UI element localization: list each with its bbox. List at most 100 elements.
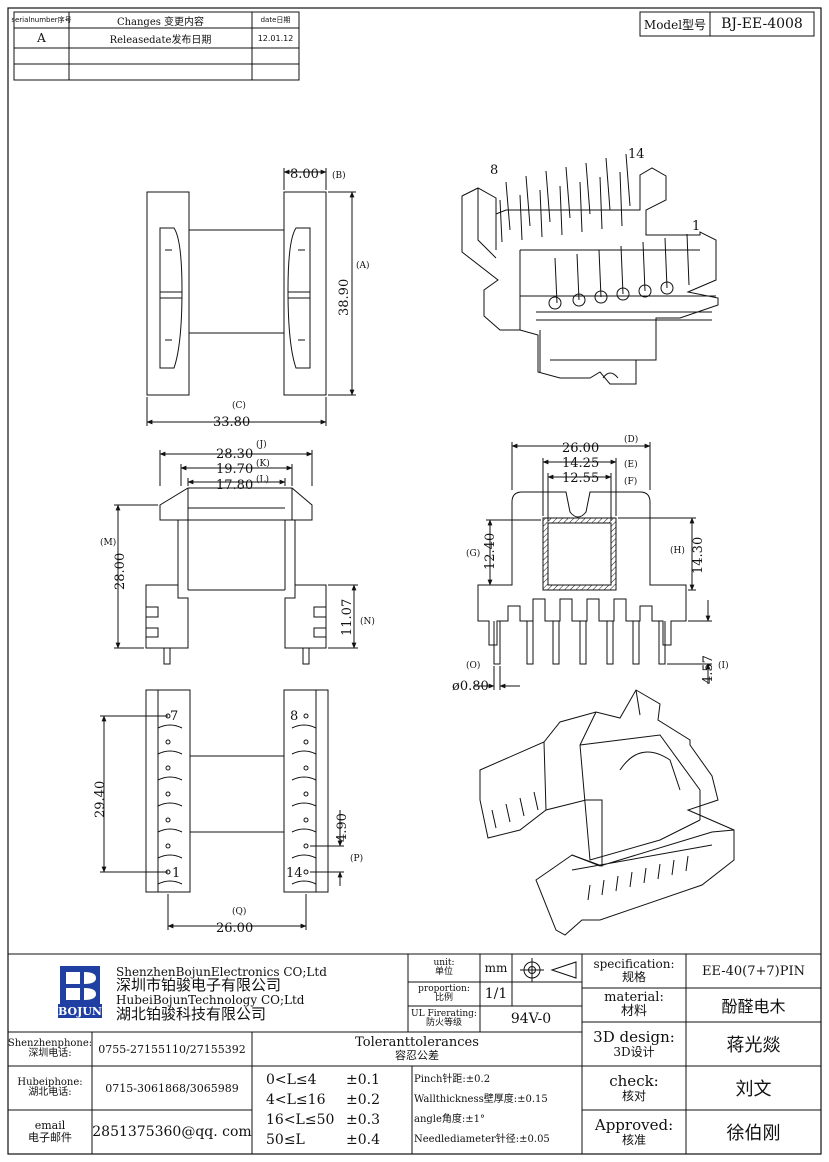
shenzhen-label: Shenzhenphone:深圳电话: <box>7 1037 93 1059</box>
company1-cn: 深圳市铂骏电子有限公司 <box>116 976 282 995</box>
svg-text:(J): (J) <box>256 439 267 450</box>
dim-n: 11.07 <box>340 599 355 636</box>
bojun-logo: BOJUN <box>58 966 102 1018</box>
revision-table-grid <box>13 11 300 81</box>
dim-l: 17.80 <box>216 478 253 493</box>
model-box <box>639 11 815 37</box>
rev-header-date: date日期 <box>260 16 291 24</box>
svg-text:(B): (B) <box>332 170 346 181</box>
tolerance-range: 4<L≤16 <box>266 1092 326 1108</box>
spec-label: specification:规格 <box>593 957 675 984</box>
tolerance-range: 50≤L <box>266 1132 305 1148</box>
dim-d: 26.00 <box>562 441 599 456</box>
tolerance-note: Wallthickness壁厚度:±0.15 <box>414 1094 548 1105</box>
pin-slot <box>291 724 317 729</box>
tolerance-range: 0<L≤4 <box>266 1072 317 1088</box>
ul-value: 94V-0 <box>510 1011 552 1027</box>
pin-hole <box>303 791 309 797</box>
dim-f: 12.55 <box>562 471 599 486</box>
material-label: material:材料 <box>604 990 664 1019</box>
rev-header-changes: Changes 变更内容 <box>116 16 205 28</box>
tolerance-value: ±0.4 <box>346 1132 380 1148</box>
proportion-value: 1/1 <box>484 986 508 1002</box>
hubei-label: Hubeiphone:湖北电话: <box>17 1076 83 1098</box>
svg-text:(H): (H) <box>670 545 685 556</box>
pin-hole <box>303 713 309 719</box>
pin-label-8-bottom: 8 <box>290 709 298 724</box>
dim-q: 26.00 <box>216 921 253 936</box>
pin-slot <box>291 802 317 807</box>
pin-hole <box>303 817 309 823</box>
dim-i: 4.57 <box>701 655 716 684</box>
svg-text:(N): (N) <box>360 616 375 627</box>
dim-b: 8.00 <box>290 167 319 182</box>
unit-label: unit:单位 <box>433 957 455 977</box>
iso-view-top <box>461 153 719 385</box>
tolerance-row: 16<L≤50±0.3 <box>266 1110 410 1130</box>
pin-slot <box>291 776 317 781</box>
pin-label-1: 1 <box>692 219 700 234</box>
tolerance-value: ±0.1 <box>346 1072 380 1088</box>
pin-label-14: 14 <box>628 147 645 162</box>
pin-hole <box>303 843 309 849</box>
tolerance-note: Pinch针距:±0.2 <box>414 1074 491 1085</box>
tolerance-note: angle角度:±1° <box>414 1114 486 1125</box>
pin-hole <box>165 765 171 771</box>
hubei-phone: 0715-3061868/3065989 <box>105 1081 239 1095</box>
company-names: ShenzhenBojunElectronics CO;Ltd 深圳市铂骏电子有… <box>116 958 406 1030</box>
pin-slot <box>157 854 183 859</box>
check-value: 刘文 <box>735 1079 772 1100</box>
shenzhen-phone: 0755-27155110/27155392 <box>98 1042 246 1056</box>
design-value: 蒋光燚 <box>726 1035 781 1056</box>
dim-m: 28.00 <box>113 553 128 590</box>
svg-text:(Q): (Q) <box>232 906 246 917</box>
pin-hole <box>165 817 171 823</box>
dim-g: 12.40 <box>483 533 498 570</box>
tolerance-note: Needlediameter针径:±0.05 <box>414 1134 550 1145</box>
approved-value: 徐伯刚 <box>726 1123 781 1144</box>
tolerance-row: 50≤L ±0.4 <box>266 1130 410 1150</box>
spec-value: EE-40(7+7)PIN <box>702 963 805 979</box>
pin-label-8: 8 <box>490 163 498 178</box>
svg-text:(P): (P) <box>350 853 363 864</box>
pin-hole <box>303 869 309 875</box>
design-label: 3D design:3D设计 <box>593 1027 675 1059</box>
material-value: 酚醛电木 <box>721 997 786 1016</box>
iso-view-bottom <box>479 689 735 936</box>
tolerance-row: 0<L≤4 ±0.1 <box>266 1070 410 1090</box>
svg-text:(O): (O) <box>466 660 480 671</box>
model-value: BJ-EE-4008 <box>721 16 803 32</box>
dim-p: 4.90 <box>335 813 350 842</box>
title-block-grid <box>7 953 822 1155</box>
bottom-view <box>100 689 344 930</box>
ul-label: UL Firerating:防火等级 <box>411 1008 477 1028</box>
rev-row-changes: Releasedate发布日期 <box>109 34 212 46</box>
model-label: Model型号 <box>643 17 707 32</box>
pin-hole <box>165 739 171 745</box>
pin-hole <box>165 843 171 849</box>
rev-header-serial: serialnumber序号 <box>11 16 72 24</box>
projection-symbol-icon <box>520 958 577 982</box>
svg-text:(D): (D) <box>624 434 638 445</box>
tolerance-value: ±0.2 <box>346 1092 380 1108</box>
pin-slot <box>157 802 183 807</box>
email-value[interactable]: 2851375360@qq. com <box>92 1124 252 1140</box>
dim-j: 28.30 <box>216 447 253 462</box>
pin-hole <box>303 765 309 771</box>
svg-text:(K): (K) <box>256 458 270 469</box>
svg-text:(C): (C) <box>232 400 246 411</box>
pin-hole <box>165 791 171 797</box>
unit-value: mm <box>484 961 508 975</box>
pin-slot <box>291 828 317 833</box>
front-view <box>474 442 712 690</box>
svg-text:(G): (G) <box>466 548 480 559</box>
company2-en: HubeiBojunTechnology CO;Ltd <box>116 993 305 1007</box>
pin-slot <box>157 724 183 729</box>
pin-label-1-bottom: 1 <box>172 866 180 881</box>
proportion-label: proportion:比例 <box>418 983 470 1003</box>
pin-slot <box>291 880 317 885</box>
pin-slot <box>157 880 183 885</box>
pin-label-14-bottom: 14 <box>286 866 303 881</box>
